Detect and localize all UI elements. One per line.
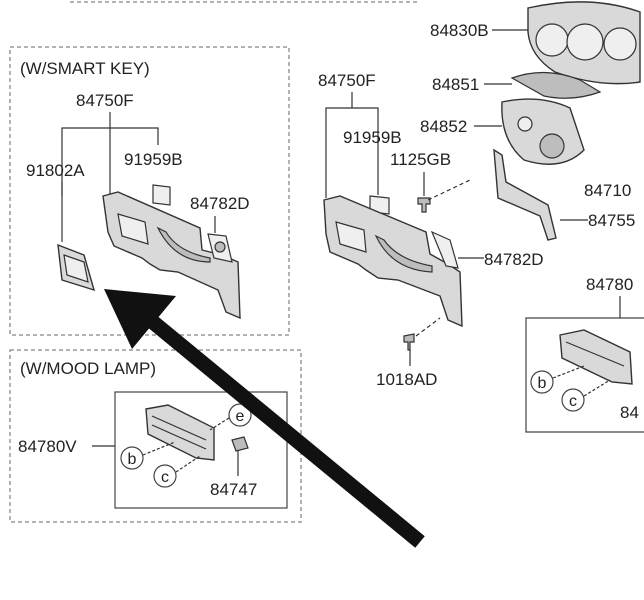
label-84780-right: 84780 [586,275,633,294]
label-1018AD: 1018AD [376,370,437,389]
callout-e-mood [228,403,252,427]
lower-panel-smart-opening [117,213,149,245]
label-84782D-smart: 84782D [190,194,250,213]
screw-1018AD [403,333,415,351]
lower-panel-main [323,195,463,328]
lamp-84747 [231,436,249,452]
label-84750F-main: 84750F [318,71,376,90]
label-84852: 84852 [420,117,467,136]
column-cover-84851 [510,71,602,99]
label-84780V: 84780V [18,437,77,456]
callout-c-mood [153,464,177,488]
callout-e-mood-letter: e [236,408,245,425]
leader-84750F-main [325,107,379,198]
callout-b-mood [120,446,144,470]
mood-lamp-inner-box [114,391,288,509]
mood-lamp-caption: (W/MOOD LAMP) [20,359,156,378]
mood-lamp-box [9,349,302,523]
right-inner-box [525,317,644,433]
label-91959B-smart: 91959B [124,150,183,169]
callout-b-right-letter: b [538,375,547,392]
callout-c-right-letter: c [569,393,577,410]
label-1125GB: 1125GB [390,150,451,169]
callout-b-right [530,370,554,394]
callout-b-mood-letter: b [128,451,137,468]
switch-right [559,329,633,385]
switch-84780V [145,404,215,461]
clip-91959B-smart [152,184,171,206]
bolt-1125GB [417,197,431,213]
label-91802A: 91802A [26,161,85,180]
label-84710: 84710 [584,181,631,200]
pointer-arrow-shaft [143,312,425,548]
label-84750F-smart: 84750F [76,91,134,110]
label-84830B: 84830B [430,21,489,40]
smart-key-caption: (W/SMART KEY) [20,59,150,78]
callout-c-right [561,388,585,412]
label-84755: 84755 [588,211,635,230]
smart-key-box [9,46,290,336]
callout-c-mood-letter: c [161,469,169,486]
label-84782D-main: 84782D [484,250,544,269]
label-91959B-main: 91959B [343,128,402,147]
label-84747: 84747 [210,480,257,499]
clip-91959B-main [369,195,390,215]
pointer-arrow-head [104,289,176,349]
label-84851: 84851 [432,75,479,94]
label-84-right: 84 [620,403,639,422]
garnish-84782D-main [430,230,459,269]
bracket-84710 [493,148,557,241]
